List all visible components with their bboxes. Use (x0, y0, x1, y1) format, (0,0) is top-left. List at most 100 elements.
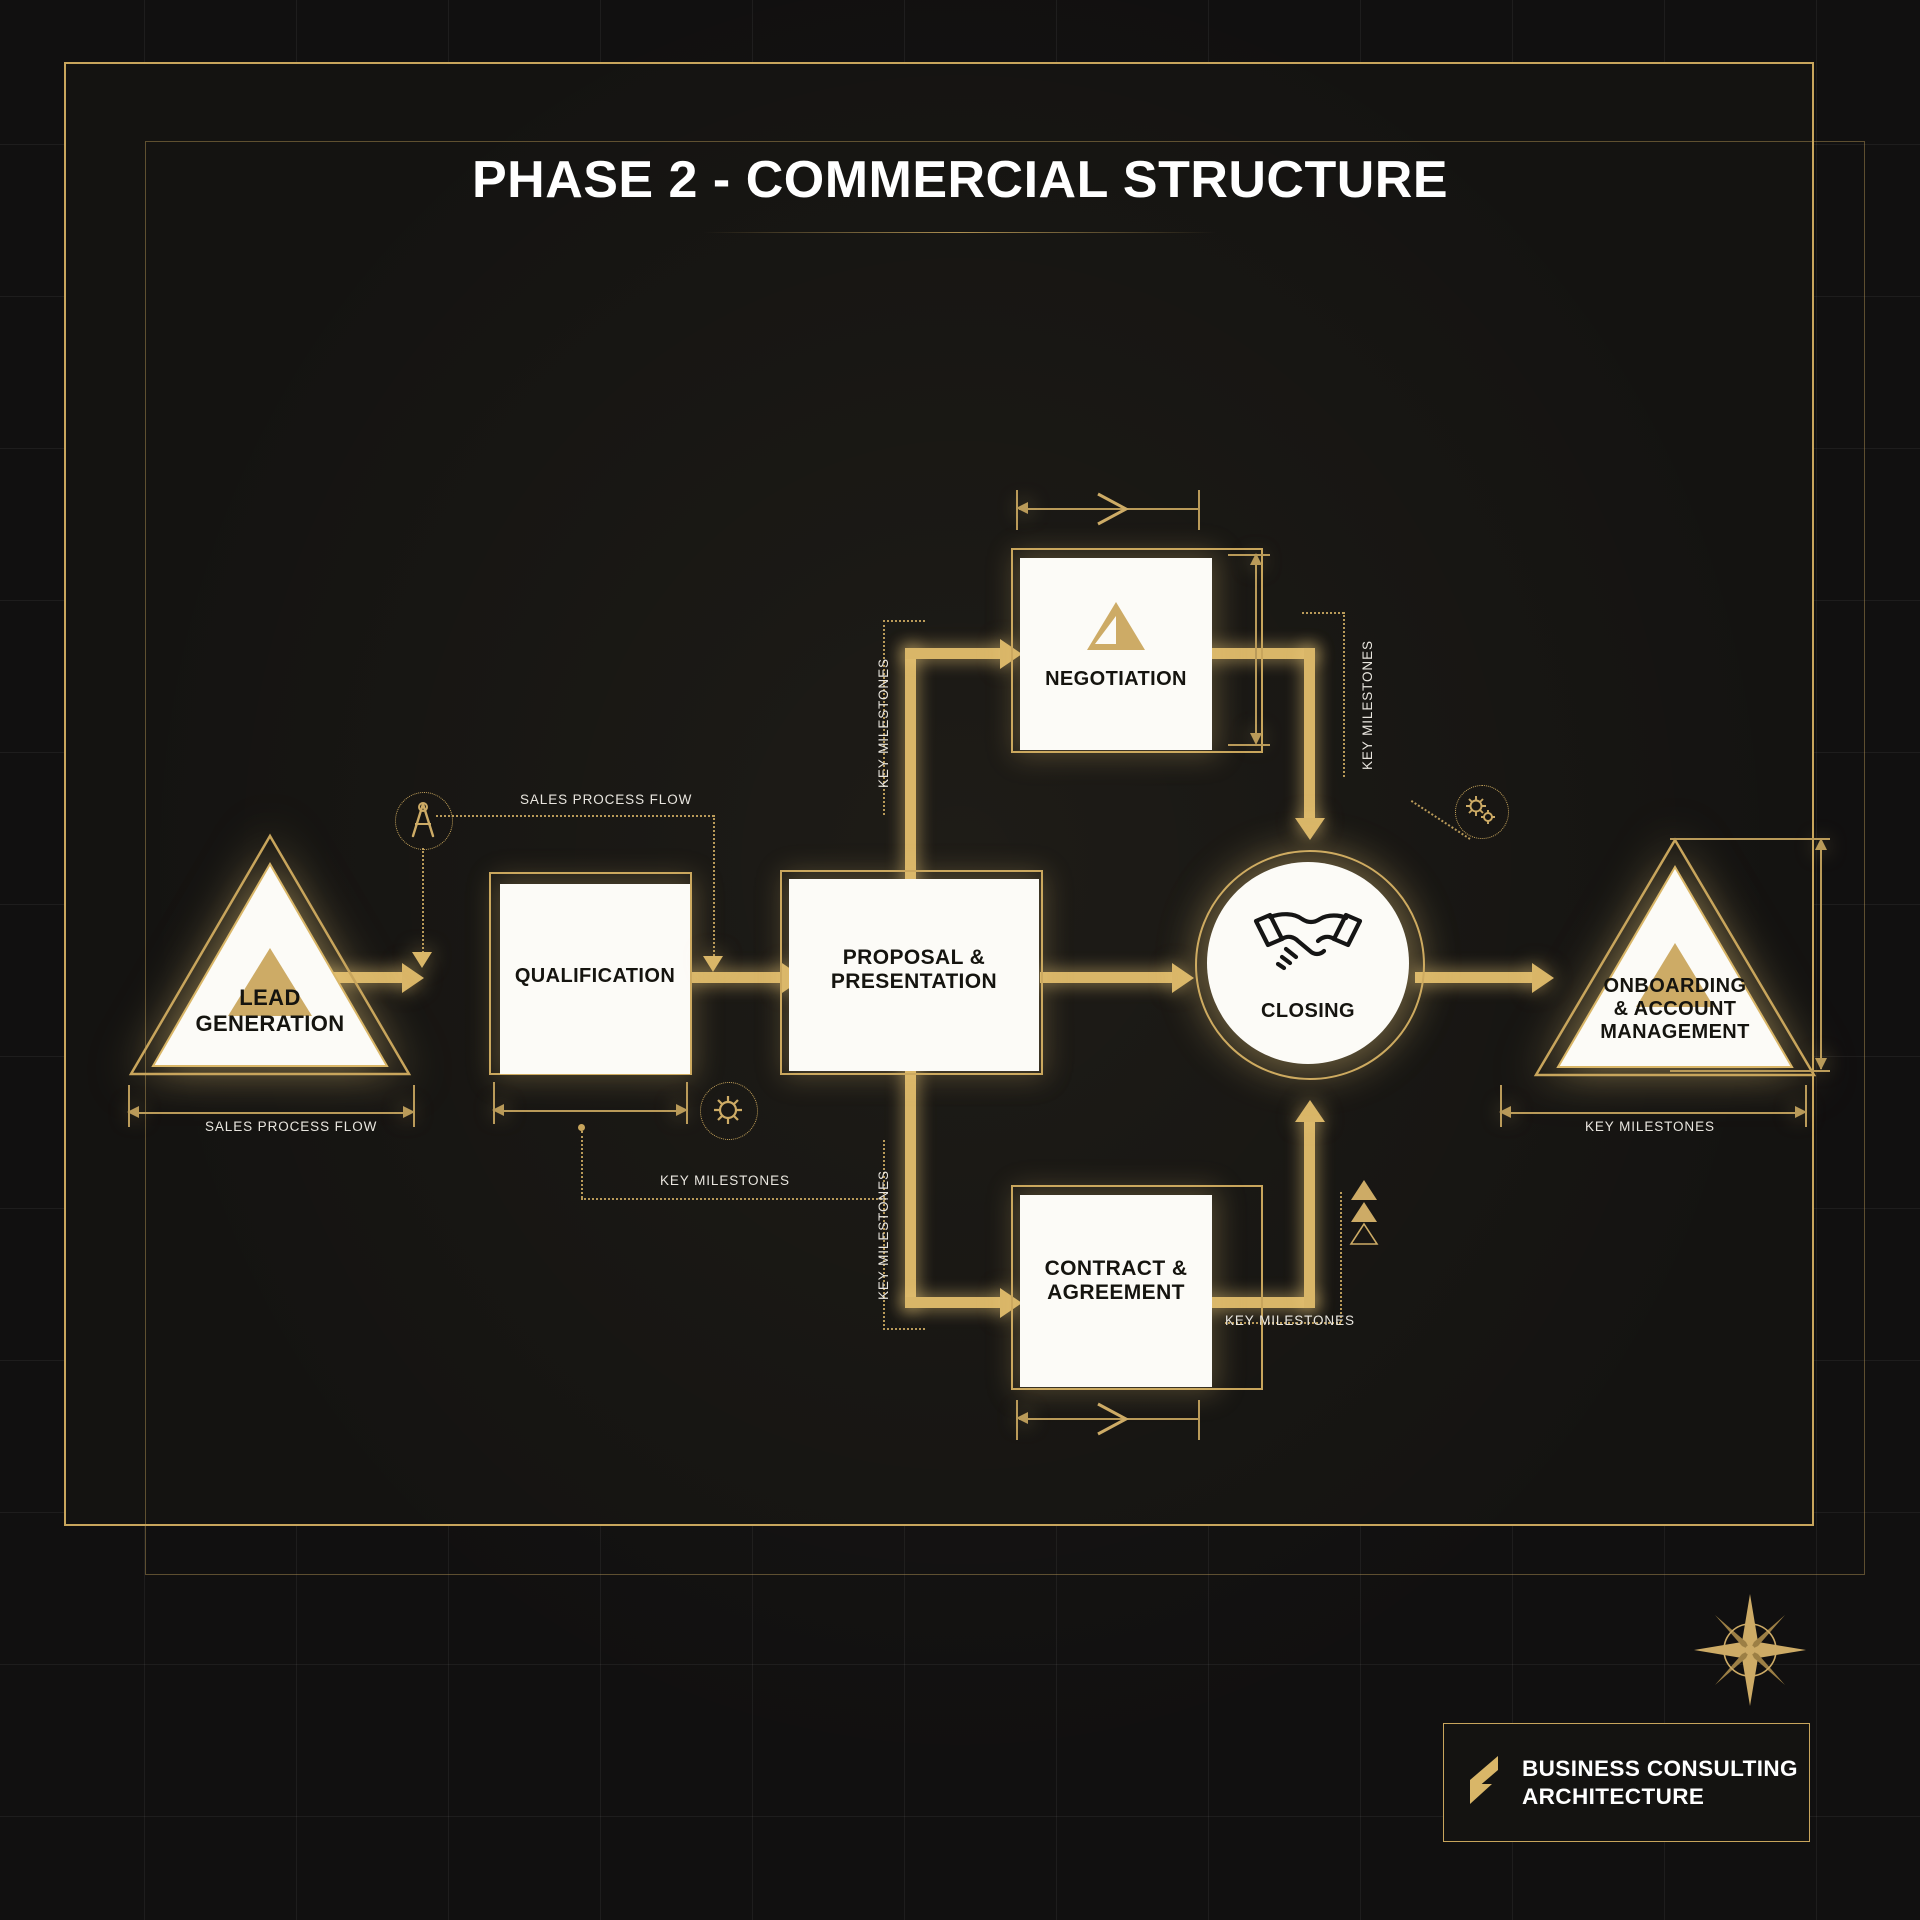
compass-icon-leader-arrowhead (412, 952, 432, 968)
qualification-dim-tick-right (686, 1082, 688, 1124)
label-key-milestones-qualification: KEY MILESTONES (660, 1173, 790, 1188)
node-proposal-label: PROPOSAL & PRESENTATION (789, 946, 1039, 995)
connector-lead-to-qualification (290, 972, 405, 983)
qualification-dim-arrow-left (492, 1104, 504, 1116)
qualification-dim-line (496, 1110, 684, 1112)
logo-badge[interactable]: BUSINESS CONSULTING ARCHITECTURE (1443, 1723, 1810, 1842)
key-milestones-qualification-leader-v (581, 1131, 583, 1198)
label-key-milestones-onboarding: KEY MILESTONES (1585, 1119, 1715, 1134)
label-sales-process-flow-bottom: SALES PROCESS FLOW (205, 1119, 378, 1134)
triangle-icon (1636, 943, 1714, 1007)
stacked-triangle-markers (1348, 1178, 1380, 1255)
onboarding-dim-arrow-bottom (1815, 1058, 1827, 1070)
key-milestones-right-bracket-v (1343, 612, 1345, 777)
label-key-milestones-lower-vertical: KEY MILESTONES (876, 1170, 891, 1300)
key-milestones-contract-bracket-h (1225, 1322, 1341, 1324)
node-proposal[interactable] (789, 879, 1039, 1071)
key-milestones-left-lower-bracket-v (883, 1140, 885, 1330)
chevron-marker-contract (1092, 1400, 1132, 1443)
node-negotiation[interactable] (1020, 558, 1212, 750)
label-key-milestones-right-vertical: KEY MILESTONES (1360, 640, 1375, 770)
node-lead-generation-label: LEAD GENERATION (125, 985, 415, 1036)
negotiation-top-dim-tick-right (1198, 490, 1200, 530)
node-lead-generation-line2: GENERATION (195, 1010, 345, 1036)
set-square-icon (1085, 600, 1147, 659)
contract-dim-tick-right (1198, 1400, 1200, 1440)
logo-line1: BUSINESS CONSULTING (1522, 1756, 1798, 1782)
onboarding-bottom-dim-line (1503, 1112, 1803, 1114)
handshake-icon (1250, 905, 1366, 980)
arrowhead-negotiation-to-closing (1295, 818, 1325, 840)
onboarding-dim-tick-top (1670, 838, 1830, 840)
onboarding-dim-tick-bottom (1670, 1070, 1830, 1072)
lead-dim-arrow-left (127, 1106, 139, 1118)
key-milestones-qualification-leader-h (581, 1198, 886, 1200)
node-qualification-label: QUALIFICATION (514, 965, 676, 987)
sales-process-flow-top-leader (436, 815, 714, 817)
logo-text: BUSINESS CONSULTING ARCHITECTURE (1522, 1755, 1798, 1810)
connector-proposal-to-closing (1040, 972, 1175, 983)
negotiation-dim-tick-top (1228, 554, 1270, 556)
node-contract-line1: CONTRACT & (1044, 1257, 1188, 1280)
contract-dim-arrow-left (1016, 1412, 1028, 1424)
key-milestones-contract-bracket-v (1340, 1192, 1342, 1322)
connector-contract-right (1200, 1297, 1315, 1308)
onboarding-dim-arrow-top (1815, 838, 1827, 850)
node-proposal-line2: PRESENTATION (830, 970, 998, 994)
onboarding-dim-line (1820, 841, 1822, 1069)
negotiation-dim-line (1255, 557, 1257, 743)
diagram-frame (64, 62, 1865, 1575)
node-qualification[interactable] (500, 884, 690, 1074)
title-divider (704, 232, 1216, 233)
compass-divider-icon-ring[interactable] (395, 792, 453, 850)
key-milestones-left-upper-bracket-top (883, 620, 925, 622)
label-key-milestones-left-vertical: KEY MILESTONES (876, 658, 891, 788)
node-onboarding-line3: MANAGEMENT (1600, 1021, 1750, 1044)
node-lead-generation[interactable] (125, 830, 415, 1080)
qualification-dim-tick-left (493, 1082, 495, 1124)
label-sales-process-flow-top: SALES PROCESS FLOW (520, 792, 693, 807)
key-milestones-qualification-dot (578, 1124, 585, 1131)
connector-negotiation-right (1200, 648, 1315, 659)
arrowhead-closing-to-onboarding (1532, 963, 1554, 993)
key-milestones-left-lower-bracket-bottom (883, 1328, 925, 1330)
compass-rose-icon (1690, 1590, 1810, 1715)
arrowhead-branch-contract (1000, 1288, 1022, 1318)
gears-icon-ring[interactable] (1455, 785, 1509, 839)
logo-mark-icon (1466, 1754, 1506, 1811)
node-onboarding[interactable] (1530, 835, 1820, 1080)
negotiation-top-dim-arrow-left (1016, 502, 1028, 514)
label-key-milestones-contract: KEY MILESTONES (1225, 1313, 1355, 1328)
negotiation-dim-arrow-bottom (1250, 733, 1262, 745)
arrowhead-contract-to-closing (1295, 1100, 1325, 1122)
compass-icon-leader-vertical (422, 848, 424, 956)
node-contract[interactable] (1020, 1195, 1212, 1387)
node-contract-label: CONTRACT & AGREEMENT (1020, 1257, 1212, 1306)
triangle-icon (228, 948, 312, 1016)
arrowhead-branch-negotiation (1000, 639, 1022, 669)
chevron-marker-negotiation (1092, 490, 1132, 533)
negotiation-dim-tick-bottom (1228, 744, 1270, 746)
node-closing[interactable] (1207, 862, 1409, 1064)
connector-closing-to-onboarding (1415, 972, 1535, 983)
node-negotiation-label: NEGOTIATION (1045, 668, 1187, 690)
node-lead-generation-line1: LEAD (239, 985, 301, 1010)
node-contract-line2: AGREEMENT (1047, 1281, 1185, 1305)
page-title: PHASE 2 - COMMERCIAL STRUCTURE (471, 151, 1449, 209)
node-onboarding-label: ONBOARDING & ACCOUNT MANAGEMENT (1530, 975, 1820, 1045)
negotiation-top-dim-line (1019, 508, 1199, 510)
arrowhead-proposal-to-closing (1172, 963, 1194, 993)
arrowhead-lead-to-qualification (402, 963, 424, 993)
lead-dim-arrow-right (403, 1106, 415, 1118)
negotiation-dim-arrow-top (1250, 553, 1262, 565)
connector-negotiation-down (1304, 648, 1315, 828)
node-proposal-line1: PROPOSAL & (842, 946, 986, 969)
sales-process-flow-top-arrowhead (703, 956, 723, 972)
node-onboarding-line2: & ACCOUNT (1613, 998, 1737, 1021)
sales-process-flow-top-leader-down (713, 815, 715, 960)
qualification-dim-arrow-right (676, 1104, 688, 1116)
onboarding-bottom-arrow-right (1795, 1106, 1807, 1118)
node-onboarding-line1: ONBOARDING (1603, 975, 1747, 997)
gear-icon-ring[interactable] (700, 1082, 758, 1140)
